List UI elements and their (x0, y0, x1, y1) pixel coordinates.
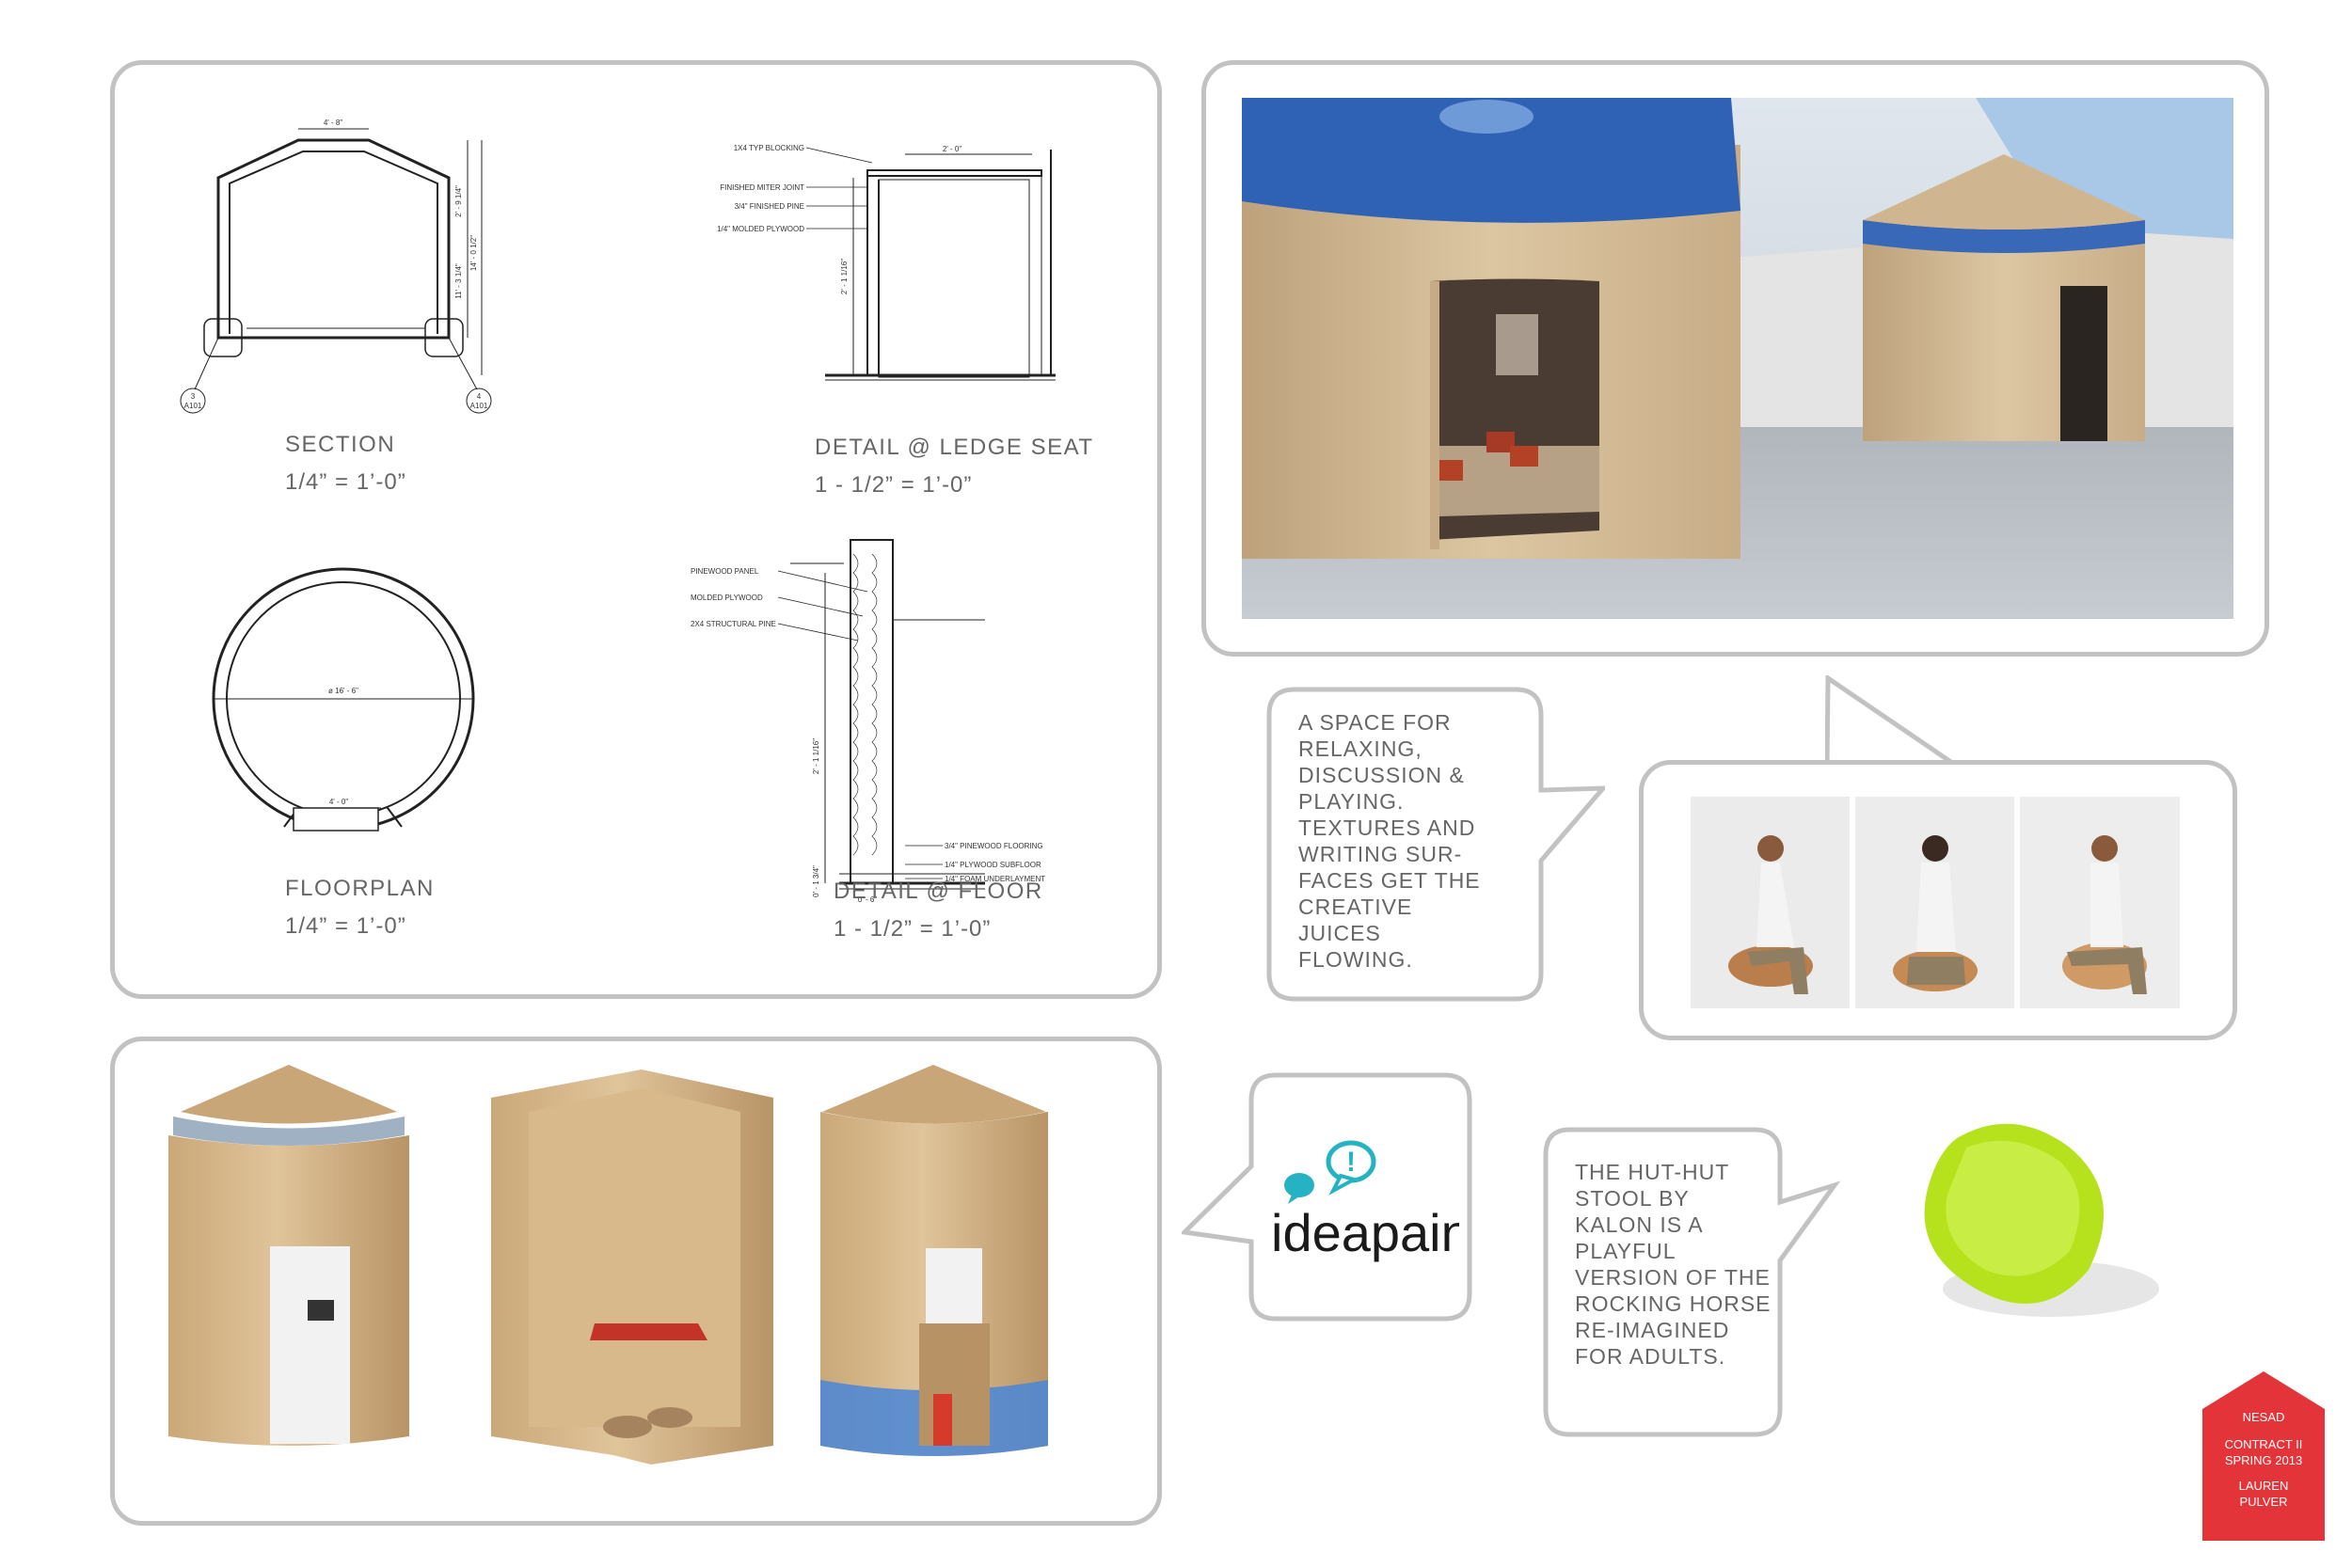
floor-detail-drawing (777, 539, 985, 890)
badge-author-first: LAUREN (2238, 1479, 2289, 1493)
interior-rendering (1242, 98, 2233, 619)
ledge-dim-height: 2' - 1 1/16" (840, 259, 849, 294)
section-dim-top: 4' - 8" (324, 119, 343, 127)
space-description: A SPACE FOR RELAXING, DISCUSSION & PLAYI… (1298, 710, 1481, 972)
section-scale: 1/4” = 1’-0” (285, 469, 406, 495)
ledge-label-1: 1X4 TYP BLOCKING (734, 144, 804, 152)
hut-hut-stool-image (1924, 1123, 2159, 1317)
ledge-label-3: 3/4" FINISHED PINE (735, 202, 804, 211)
ledge-detail-drawing (805, 147, 1056, 381)
section-drawing (180, 128, 492, 414)
floorplan-drawing (212, 567, 475, 832)
logo-mark-icon: ! (1346, 1147, 1356, 1178)
floor-title: DETAIL @ FLOOR (834, 879, 1043, 904)
floor-label-1: PINEWOOD PANEL (691, 567, 759, 576)
section-tag-right: 4 (477, 392, 482, 401)
plan-dim-diameter: ø 16' - 6" (328, 687, 358, 695)
floor-label-6: 1/4" FOAM UNDERLAYMENT (945, 875, 1045, 883)
plan-dim-door: 4' - 0" (329, 798, 349, 806)
floorplan-scale: 1/4” = 1’-0” (285, 913, 406, 939)
rendering-panel (1201, 60, 2269, 657)
hut-model-closed (168, 1065, 409, 1446)
stool-photo-1 (1691, 797, 1850, 1008)
nesad-badge: NESAD CONTRACT II SPRING 2013 LAUREN PUL… (2202, 1371, 2325, 1541)
floor-scale: 1 - 1/2” = 1’-0” (834, 916, 992, 942)
section-tag-right-sheet: A101 (470, 402, 488, 410)
floor-dim-base: 0' - 1 3/4" (812, 865, 820, 897)
floor-label-3: 2X4 STRUCTURAL PINE (691, 620, 776, 628)
stool-photo-strip (1691, 797, 2180, 1008)
stool-description: THE HUT-HUT STOOL BY KALON IS A PLAYFUL … (1575, 1160, 1772, 1369)
ideapaint-speech-bubble: ! ideapaint (1182, 1072, 1473, 1322)
hut-model-blue (820, 1065, 1048, 1456)
ledge-dim-width: 2' - 0" (943, 145, 962, 153)
ideapaint-logo: ! ideapaint (1271, 1140, 1459, 1262)
floor-dim-width: 0' - 6" (858, 895, 878, 904)
hut-model-open (491, 1069, 773, 1465)
section-dim-total: 14' - 0 1/2" (469, 235, 478, 271)
ledge-title: DETAIL @ LEDGE SEAT (815, 435, 1094, 460)
section-dim-upper: 2' - 9 1/4" (454, 185, 463, 217)
models-panel (110, 1037, 1162, 1526)
badge-term: SPRING 2013 (2224, 1453, 2303, 1467)
ledge-label-2: FINISHED MITER JOINT (720, 183, 804, 192)
floor-dim-height: 2' - 1 1/16" (812, 738, 820, 774)
stool-speech-bubble: THE HUT-HUT STOOL BY KALON IS A PLAYFUL … (1543, 1127, 1844, 1437)
hut-models (168, 1065, 1048, 1465)
stool-photo-3 (2020, 797, 2180, 1008)
floor-label-2: MOLDED PLYWOOD (691, 594, 763, 602)
photos-bubble-tail (1825, 675, 1957, 769)
floorplan-title: FLOORPLAN (285, 876, 435, 901)
stool-photos-panel (1639, 760, 2237, 1040)
logo-text: ideapaint (1271, 1203, 1459, 1262)
badge-school: NESAD (2242, 1410, 2285, 1424)
floor-label-4: 3/4" PINEWOOD FLOORING (945, 842, 1043, 850)
section-title: SECTION (285, 432, 396, 457)
space-speech-bubble: A SPACE FOR RELAXING, DISCUSSION & PLAYI… (1266, 687, 1605, 1002)
stool-photo-2 (1855, 797, 2014, 1008)
architectural-drawings: 4' - 8" 2' - 9 1/4" 11' - 3 1/4" 14' - 0… (180, 119, 1056, 904)
badge-course: CONTRACT II (2224, 1437, 2303, 1451)
section-tag-left-sheet: A101 (184, 402, 202, 410)
section-tag-left: 3 (191, 392, 196, 401)
ledge-label-4: 1/4" MOLDED PLYWOOD (717, 225, 804, 233)
badge-author-last: PULVER (2239, 1495, 2288, 1509)
drawings-panel: 4' - 8" 2' - 9 1/4" 11' - 3 1/4" 14' - 0… (110, 60, 1162, 999)
section-dim-lower: 11' - 3 1/4" (454, 263, 463, 299)
ledge-scale: 1 - 1/2” = 1’-0” (815, 472, 973, 498)
floor-label-5: 1/4" PLYWOOD SUBFLOOR (945, 861, 1041, 869)
